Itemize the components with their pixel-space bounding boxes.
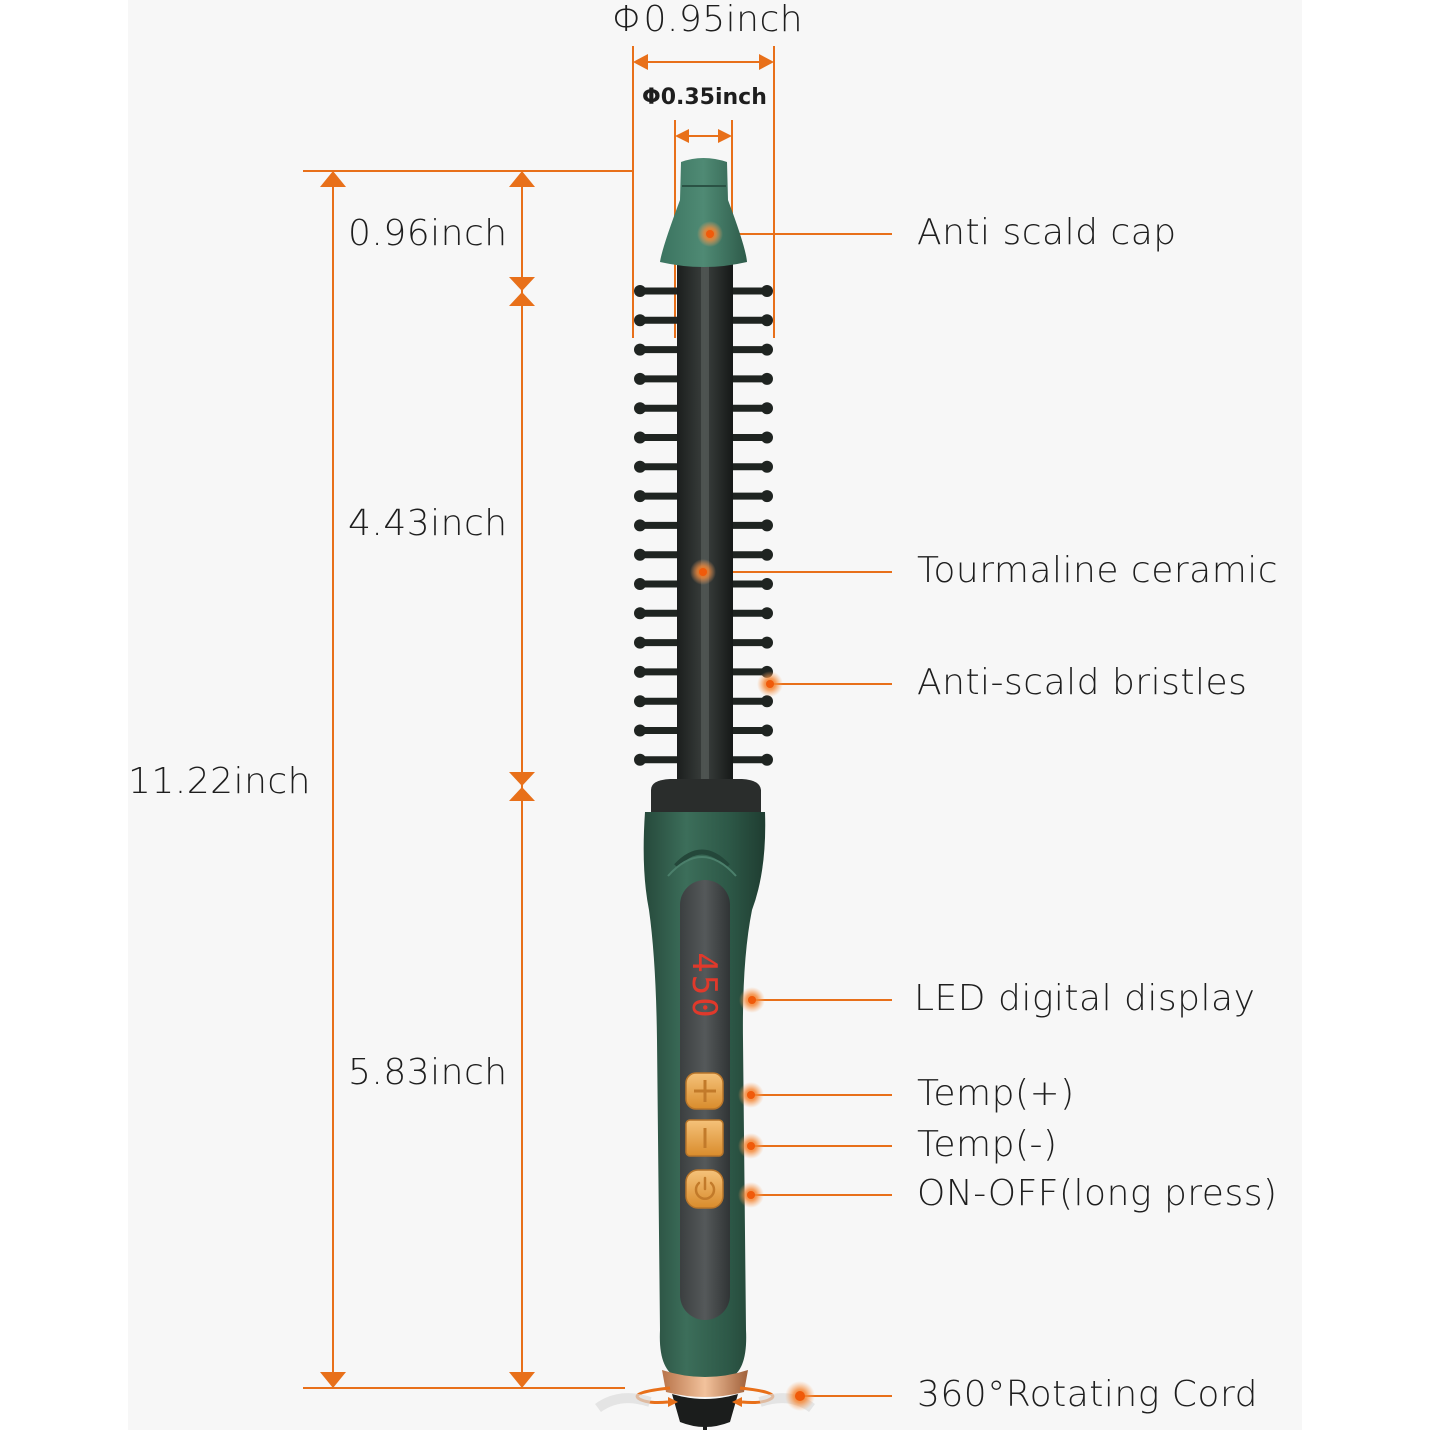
- bristle-tip: [761, 402, 773, 415]
- plus-icon: [694, 1080, 716, 1102]
- handle-length-label: 5.83inch: [348, 1052, 508, 1093]
- outer-diameter-label: Φ0.95inch: [612, 0, 804, 40]
- bristle-tip: [634, 519, 646, 532]
- bristle-tip: [761, 285, 773, 297]
- led-readout: 450: [684, 952, 724, 1019]
- bristle-tip: [761, 431, 773, 444]
- bristle-tip: [634, 431, 646, 444]
- bristle-tip: [634, 724, 646, 737]
- bristle-tip: [634, 665, 646, 678]
- bristle-tip: [634, 285, 646, 297]
- bristle-tip: [761, 607, 773, 620]
- callout-temp-plus: Temp(+): [917, 1073, 1075, 1114]
- bristle-tip: [761, 724, 773, 737]
- bristle-tip: [761, 460, 773, 473]
- bristle-tip: [634, 343, 646, 356]
- callout-on-off: ON-OFF(long press): [917, 1173, 1278, 1214]
- anti-scald-cap: [660, 158, 747, 267]
- bristle-tip: [634, 314, 646, 327]
- bristle-tip: [634, 753, 646, 766]
- power-button: [685, 1169, 724, 1209]
- callout-dots: [690, 221, 815, 1411]
- temp-minus-button: [685, 1119, 724, 1157]
- power-icon: [694, 1176, 716, 1200]
- bristle-tip: [761, 695, 773, 708]
- bristle-tip: [634, 460, 646, 473]
- bristle-tip: [634, 402, 646, 415]
- bristle-tip: [761, 753, 773, 766]
- bristle-tip: [761, 314, 773, 327]
- callout-tourmaline-ceramic: Tourmaline ceramic: [917, 550, 1279, 591]
- callout-rotating-cord: 360°Rotating Cord: [917, 1374, 1258, 1415]
- inner-diameter-label: Φ0.35inch: [642, 85, 767, 110]
- callout-temp-minus: Temp(-): [917, 1124, 1058, 1165]
- callout-led-display: LED digital display: [914, 978, 1256, 1019]
- bristle-tip: [634, 578, 646, 590]
- total-length-label: 11.22inch: [128, 761, 311, 802]
- bristle-tip: [761, 343, 773, 356]
- bristle-tip: [761, 548, 773, 561]
- bristle-tip: [634, 548, 646, 561]
- bristle-tip: [761, 519, 773, 532]
- barrel-length-label: 4.43inch: [348, 503, 508, 544]
- copper-ring: [662, 1370, 748, 1397]
- bristle-tip: [761, 372, 773, 385]
- cord-swivel: [672, 1394, 738, 1427]
- bristle-tip: [634, 372, 646, 385]
- bristle-tip: [761, 490, 773, 503]
- cap-length-label: 0.96inch: [348, 213, 508, 254]
- bristle-tip: [634, 490, 646, 503]
- callout-anti-scald-bristles: Anti-scald bristles: [917, 662, 1248, 703]
- bristle-tip: [634, 695, 646, 708]
- bristle-tip: [634, 607, 646, 620]
- temp-plus-button: [685, 1072, 724, 1110]
- dimension-lines: [303, 46, 892, 1397]
- led-digital-display: 450: [684, 952, 724, 1019]
- bristle-tip: [634, 636, 646, 649]
- bristle-tip: [761, 578, 773, 590]
- callout-anti-scald-cap: Anti scald cap: [917, 212, 1177, 253]
- barrel-collar: [651, 779, 761, 812]
- bristle-tip: [761, 636, 773, 649]
